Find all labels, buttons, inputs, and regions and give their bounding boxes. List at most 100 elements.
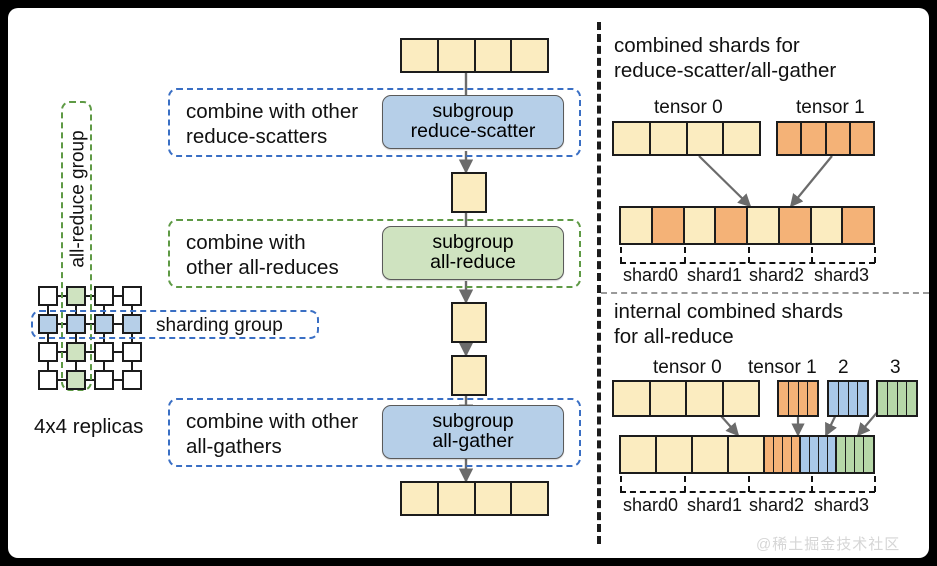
all-reduce-group-label: all-reduce group — [67, 130, 89, 268]
tensor-cell — [650, 123, 688, 154]
tensor-cell — [512, 483, 547, 514]
tensor-cell — [897, 382, 908, 415]
right-bottom-combined-bar — [619, 435, 875, 474]
replica-node — [94, 286, 114, 306]
shard-tick — [620, 476, 622, 492]
shard-tick — [684, 247, 686, 263]
right-top-shard-label-1: shard1 — [687, 265, 743, 285]
right-top-combined-bar — [619, 206, 875, 245]
combined-cell — [716, 208, 748, 243]
op-box-subgroup-all-reduce[interactable]: subgroup all-reduce — [382, 226, 564, 280]
intermediate-shard-1 — [451, 172, 487, 213]
combine-text-all-gather-line2: all-gathers — [186, 435, 282, 458]
right-top-shard-label-0: shard0 — [623, 265, 679, 285]
tensor-cell — [778, 123, 803, 154]
replica-node — [38, 286, 58, 306]
op-box-subgroup-all-gather[interactable]: subgroup all-gather — [382, 405, 564, 459]
replica-node — [122, 314, 142, 334]
tensor-cell — [614, 382, 651, 415]
replicas-caption: 4x4 replicas — [34, 415, 144, 438]
replica-node — [66, 286, 86, 306]
replica-node — [38, 370, 58, 390]
input-tensor-bar — [400, 38, 549, 73]
intermediate-shard-2 — [451, 302, 487, 343]
right-bottom-heading-line1: internal combined shards — [614, 300, 844, 323]
tensor-cell — [402, 40, 439, 71]
sharding-group-frame — [31, 310, 319, 339]
right-top-heading-line1: combined shards for — [614, 34, 800, 57]
right-bottom-tensor0-bar — [612, 380, 760, 417]
tensor-cell — [402, 483, 439, 514]
replica-node — [122, 342, 142, 362]
tensor-cell — [438, 483, 476, 514]
op-line1: subgroup — [432, 231, 514, 254]
replica-node — [38, 342, 58, 362]
op-box-subgroup-reduce-scatter[interactable]: subgroup reduce-scatter — [382, 95, 564, 149]
right-top-tensor1-bar — [776, 121, 875, 156]
intermediate-shard-3 — [451, 355, 487, 396]
combined-cell — [774, 437, 783, 472]
tensor-cell — [723, 382, 758, 415]
replica-node — [66, 342, 86, 362]
op-line1: subgroup — [432, 100, 514, 123]
tensor-cell — [826, 123, 851, 154]
right-bottom-shard-label-1: shard1 — [687, 495, 743, 515]
tensor-cell — [788, 382, 799, 415]
shard-brace-line — [620, 491, 875, 493]
right-bottom-tensor3-label: 3 — [890, 357, 901, 378]
right-top-shard-label-3: shard3 — [814, 265, 870, 285]
replica-node — [66, 370, 86, 390]
replica-node — [94, 342, 114, 362]
shard-tick — [811, 247, 813, 263]
combined-cell — [810, 437, 819, 472]
diagram-canvas: all-reduce group sharding group 4x4 repl… — [8, 8, 929, 558]
op-line2: all-gather — [432, 430, 514, 452]
tensor-cell — [808, 382, 817, 415]
shard-tick — [748, 247, 750, 263]
shard-tick — [874, 476, 876, 492]
replica-node — [122, 370, 142, 390]
right-bottom-tensor1-label: tensor 1 — [748, 357, 817, 378]
right-top-shard-label-2: shard2 — [749, 265, 805, 285]
tensor-cell — [614, 123, 651, 154]
stage-frame-all-gather — [168, 398, 581, 467]
shard-tick — [811, 476, 813, 492]
combined-cell — [693, 437, 729, 472]
right-top-tensor1-label: tensor 1 — [796, 97, 865, 118]
combine-text-reduce-scatter-line1: combine with other — [186, 100, 359, 123]
replica-node — [94, 370, 114, 390]
op-line1: subgroup — [432, 410, 514, 433]
shard-brace-line — [620, 262, 875, 264]
combined-cell — [855, 437, 864, 472]
tensor-cell — [724, 123, 759, 154]
tensor-cell — [850, 123, 873, 154]
tensor-cell — [858, 382, 867, 415]
replica-node — [94, 314, 114, 334]
right-bottom-heading-line2: for all-reduce — [614, 325, 734, 348]
shard-tick — [874, 247, 876, 263]
right-bottom-tensor1-bar — [777, 380, 819, 417]
right-bottom-shard-label-0: shard0 — [623, 495, 679, 515]
tensor-cell — [829, 382, 839, 415]
combine-text-all-reduce-line1: combine with — [186, 231, 306, 254]
combined-cell — [657, 437, 693, 472]
combined-cell — [783, 437, 792, 472]
shard-tick — [748, 476, 750, 492]
right-top-tensor0-label: tensor 0 — [654, 97, 723, 118]
replica-node — [38, 314, 58, 334]
all-reduce-group-frame — [61, 101, 92, 391]
tensor-cell — [687, 123, 725, 154]
tensor-cell — [687, 382, 724, 415]
combined-cell — [684, 208, 717, 243]
combined-cell — [811, 208, 844, 243]
combined-cell — [801, 437, 810, 472]
combined-cell — [621, 437, 657, 472]
combined-cell — [748, 208, 780, 243]
tensor-cell — [438, 40, 476, 71]
output-tensor-bar — [400, 481, 549, 516]
panel-divider-horizontal — [601, 292, 929, 294]
tensor-cell — [650, 382, 687, 415]
tensor-cell — [475, 483, 513, 514]
tensor-cell — [878, 382, 888, 415]
combined-cell — [864, 437, 873, 472]
